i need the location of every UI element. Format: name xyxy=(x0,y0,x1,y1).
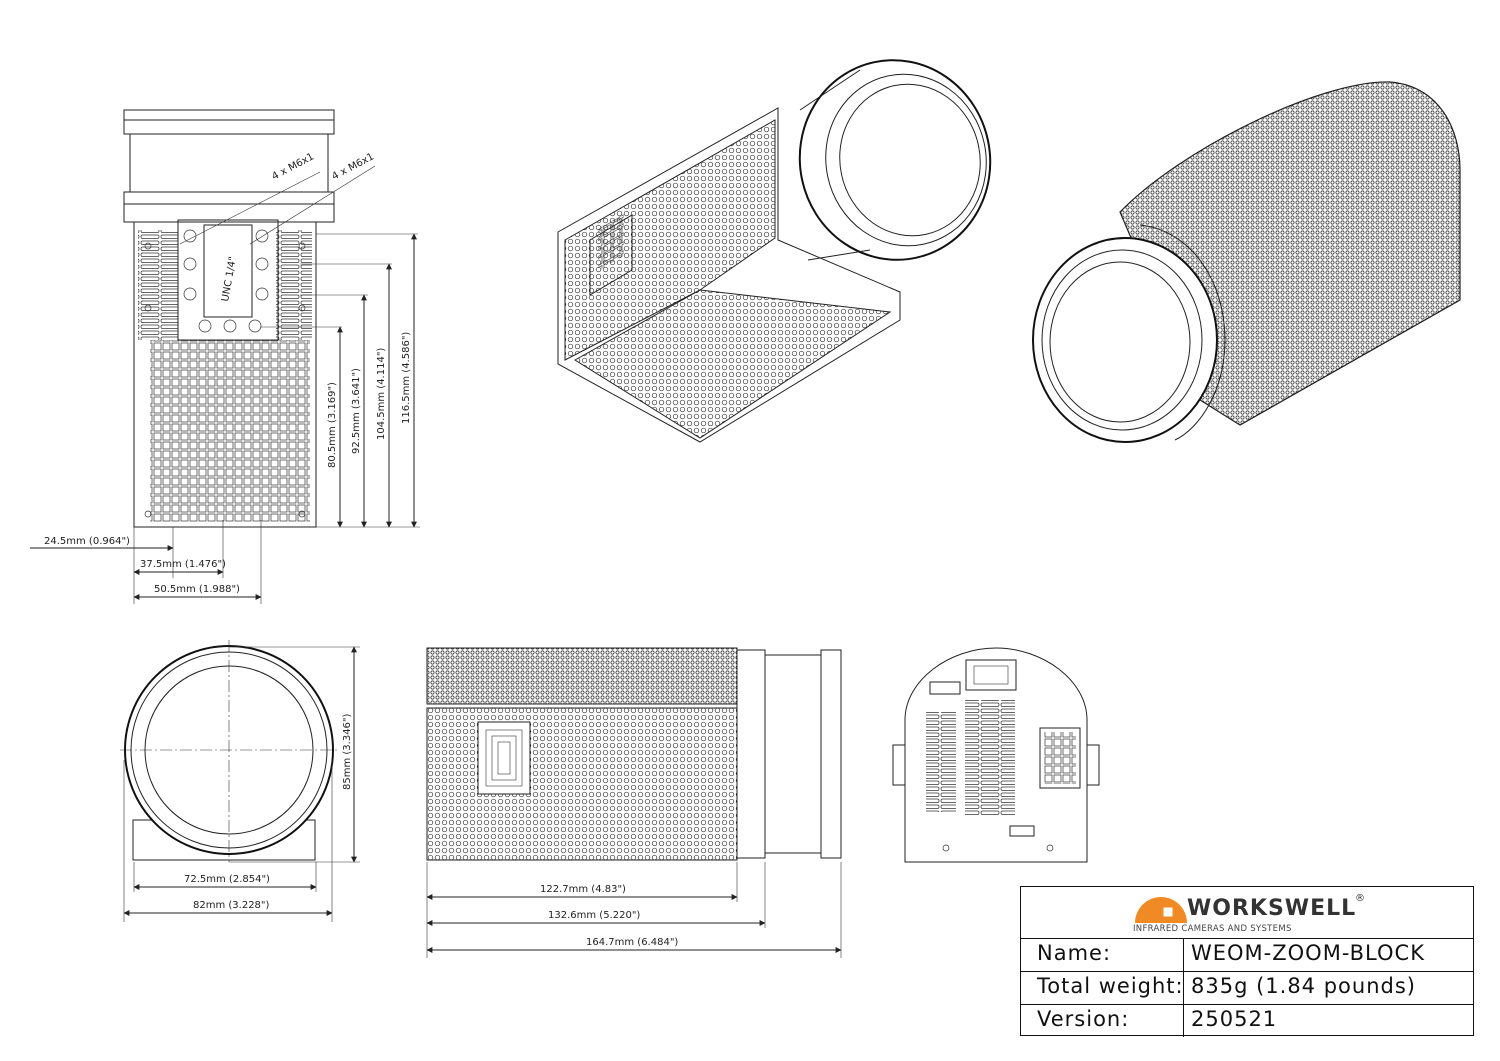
workswell-logo-icon xyxy=(1135,897,1187,923)
dim-37-5: 37.5mm (1.476") xyxy=(140,559,226,570)
name-label: Name: xyxy=(1037,941,1112,965)
version-row: Version: 250521 xyxy=(1021,1004,1473,1037)
weight-label: Total weight: xyxy=(1037,974,1184,998)
brand-tagline: INFRARED CAMERAS AND SYSTEMS xyxy=(1133,924,1292,934)
dim-80-5: 80.5mm (3.169") xyxy=(327,382,338,468)
dim-92-5: 92.5mm (3.641") xyxy=(351,368,362,454)
brand-name: WORKSWELL xyxy=(1187,896,1357,921)
isometric-view-back xyxy=(1032,81,1461,443)
thread-annotation-b: 4 x M6x1 xyxy=(330,151,376,182)
vertical-dimensions: 80.5mm (3.169") 92.5mm (3.641") 104.5mm … xyxy=(260,233,420,528)
top-view: 4 x M6x1 4 x M6x1 UNC 1/4" 80.5mm (3.169… xyxy=(30,109,420,604)
dim-116-5: 116.5mm (4.586") xyxy=(401,332,412,424)
title-block: WORKSWELL ® INFRARED CAMERAS AND SYSTEMS… xyxy=(1020,886,1474,1037)
dim-72-5: 72.5mm (2.854") xyxy=(184,874,270,885)
horizontal-dimensions: 24.5mm (0.964") 37.5mm (1.476") 50.5mm (… xyxy=(30,520,262,604)
weight-row: Total weight: 835g (1.84 pounds) xyxy=(1021,971,1473,1005)
unc-annotation: UNC 1/4" xyxy=(220,256,239,303)
dim-82: 82mm (3.228") xyxy=(193,900,270,911)
name-value: WEOM-ZOOM-BLOCK xyxy=(1191,941,1425,965)
version-label: Version: xyxy=(1037,1007,1130,1031)
isometric-view-front xyxy=(557,59,992,443)
logo-area: WORKSWELL ® INFRARED CAMERAS AND SYSTEMS xyxy=(1021,887,1473,939)
dim-104-5: 104.5mm (4.114") xyxy=(376,348,387,440)
version-value: 250521 xyxy=(1191,1007,1278,1031)
dim-122-7: 122.7mm (4.83") xyxy=(540,884,626,895)
weight-value: 835g (1.84 pounds) xyxy=(1191,974,1416,998)
mount-holes xyxy=(144,229,306,518)
side-view: 122.7mm (4.83") 132.6mm (5.220") 164.7mm… xyxy=(426,647,842,958)
rear-view xyxy=(892,647,1100,863)
thread-annotation-a: 4 x M6x1 xyxy=(270,151,316,182)
iso-lens-1 xyxy=(798,59,992,261)
front-view: 85mm (3.346") 72.5mm (2.854") 82mm (3.22… xyxy=(120,640,360,922)
name-row: Name: WEOM-ZOOM-BLOCK xyxy=(1021,938,1473,972)
dim-132-6: 132.6mm (5.220") xyxy=(548,910,640,921)
dim-50-5: 50.5mm (1.988") xyxy=(154,584,240,595)
dim-85: 85mm (3.346") xyxy=(342,713,353,790)
dim-164-7: 164.7mm (6.484") xyxy=(586,937,678,948)
dim-24-5: 24.5mm (0.964") xyxy=(44,536,130,547)
registered-mark: ® xyxy=(1355,893,1365,904)
